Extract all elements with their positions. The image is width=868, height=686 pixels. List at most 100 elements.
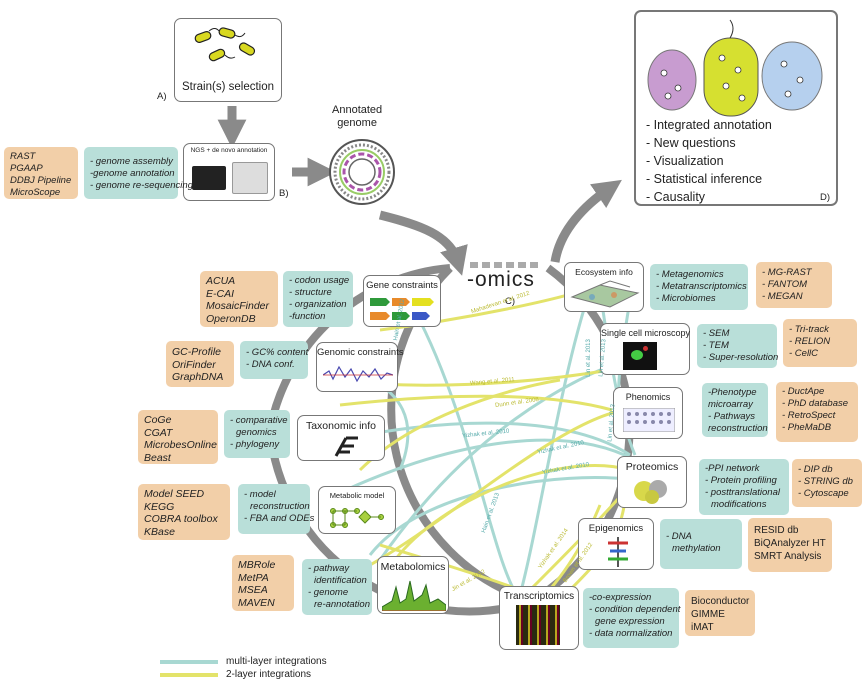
node-title: Metabolic model (329, 491, 385, 500)
arrow-genome-to-omics (378, 210, 468, 276)
desc-item: - TEM (703, 340, 729, 351)
node-title: Epigenomics (588, 523, 644, 534)
phylogeny-icon (334, 436, 358, 457)
integration-list: - Integrated annotation - New questions … (646, 116, 772, 206)
desc-item: reconstruction (250, 501, 310, 512)
node-title: Proteomics (625, 461, 679, 473)
methylation-icon (608, 537, 628, 567)
desc-item: -function (289, 311, 326, 322)
single-cell-node: Single cell microscopy (600, 323, 690, 375)
genome-label: Annotated genome (332, 104, 382, 130)
tool-item: - MG-RAST (762, 267, 812, 278)
desc-item: - SEM (703, 328, 730, 339)
desc-item: - genome (308, 587, 349, 598)
legend-multi-label: multi-layer integrations (226, 656, 327, 667)
tool-item: RAST (10, 151, 36, 162)
node-title: Metabolomics (380, 561, 446, 573)
proteomics-tools: - DIP db- STRING db- Cytoscape (792, 459, 862, 507)
genomic-constraints-desc: - GC% content- DNA conf. (240, 341, 308, 379)
tool-item: KEGG (144, 500, 175, 513)
desc-item: - posttranslational (705, 487, 780, 498)
tool-item: - MEGAN (762, 291, 803, 302)
tool-item: - PheMaDB (782, 422, 832, 433)
desc-item: identification (314, 575, 367, 586)
ecosystem-desc: - Metagenomics- Metatranscriptomics- Mic… (650, 264, 748, 310)
ngs-desc: - genome assembly -genome annotation - g… (84, 147, 193, 199)
node-title: Genomic constraints (317, 347, 404, 358)
proteomics-node: Proteomics (617, 456, 687, 508)
desc-item: modifications (711, 499, 767, 510)
desc-item: - data normalization (589, 628, 673, 639)
desc-item: - genome assembly (90, 156, 173, 167)
ngs-label: NGS + de novo annotation (190, 147, 268, 154)
node-title: Taxonomic info (305, 420, 377, 432)
desc-item: - phylogeny (230, 439, 280, 450)
desc-item: gene expression (595, 616, 665, 627)
desc-item: -genome annotation (90, 168, 175, 179)
strain-selection-box: Strain(s) selection (174, 18, 282, 102)
tool-item: MetPA (238, 571, 269, 584)
tool-item: MicrobesOnline (144, 439, 217, 451)
tool-item: Bioconductor (691, 596, 750, 607)
gene-constraints-node: Gene constraints (363, 275, 441, 327)
tool-item: BiQAnalyzer HT (754, 538, 826, 549)
sequencer-icon-2 (232, 162, 268, 194)
tool-item: OperonDB (206, 312, 256, 325)
tool-item: CoGe (144, 414, 172, 426)
node-title: Gene constraints (366, 280, 438, 291)
tool-item: SMRT Analysis (754, 551, 822, 562)
tool-item: RESID db (754, 525, 799, 536)
desc-item: - Protein profiling (705, 475, 777, 486)
transcriptomics-node: Transcriptomics (499, 586, 579, 650)
node-title: Single cell microscopy (601, 328, 691, 338)
desc-item: microarray (708, 399, 753, 410)
epigenomics-tools: RESID db BiQAnalyzer HT SMRT Analysis (748, 518, 832, 572)
ngs-tools: RAST PGAAP DDBJ Pipeline MicroScope (4, 147, 78, 199)
tool-item: COBRA toolbox (144, 513, 218, 525)
label-d: D) (820, 192, 831, 203)
desc-item: - Metagenomics (656, 269, 724, 280)
label-c: C) (505, 296, 516, 307)
tool-item: KBase (144, 525, 175, 538)
node-title: Phenomics (625, 392, 671, 402)
integration-item: - Statistical inference (646, 172, 763, 186)
phenomics-node: Phenomics (613, 387, 683, 439)
tool-item: Beast (144, 451, 171, 464)
metabolomics-plot-icon (382, 580, 446, 611)
tool-item: MBRole (238, 559, 276, 571)
integration-item: - Causality (646, 190, 706, 204)
tool-item: - Tri-track (789, 324, 829, 335)
protein-icon (634, 480, 667, 504)
desc-item: - Pathways (708, 411, 755, 422)
omics-label: -omics (467, 268, 535, 291)
tool-item: - RELION (789, 336, 831, 347)
desc-item: - FBA and ODEs (244, 513, 315, 524)
genome-label-line: genome (337, 117, 377, 129)
tool-item: GraphDNA (172, 371, 224, 383)
tool-item: - CellC (789, 348, 819, 359)
label-b: B) (279, 188, 289, 199)
tool-item: GIMME (691, 609, 725, 620)
desc-item: methylation (672, 543, 721, 554)
proteomics-desc: -PPI network- Protein profiling- posttra… (699, 459, 789, 515)
expression-heatmap-icon (516, 605, 560, 645)
tool-item: - DIP db (798, 464, 833, 475)
tool-item: Model SEED (144, 488, 205, 500)
single-cell-desc: - SEM- TEM- Super-resolution (697, 324, 779, 368)
tool-item: ACUA (206, 275, 236, 287)
metabolic-network-icon (330, 508, 384, 528)
desc-item: - DNA (666, 531, 692, 542)
genome-label-line: Annotated (332, 104, 383, 116)
desc-item: -co-expression (589, 592, 652, 603)
desc-item: - Super-resolution (703, 352, 779, 363)
tool-item: PGAAP (10, 163, 43, 174)
desc-item: - genome re-sequencing (90, 180, 193, 191)
tool-item: E-CAI (206, 287, 235, 300)
ecosystem-info-node: Ecosystem info (564, 262, 644, 312)
